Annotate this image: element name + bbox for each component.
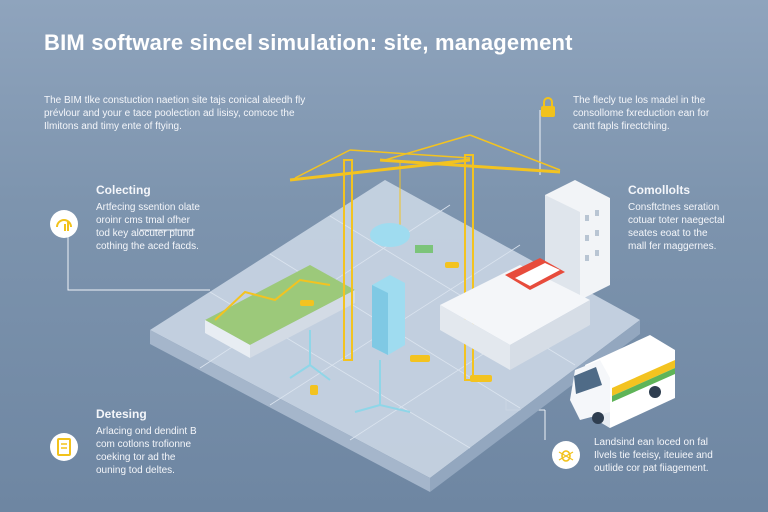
glass-tower (372, 275, 405, 355)
consolidate-line: seates eoat to the (628, 228, 708, 239)
detecting-section: Detesing Arlacing ond dendint B com cotl… (96, 408, 246, 477)
consolidate-section: Comollolts Consftctnes seration cotuar t… (628, 184, 758, 253)
collecting-line: cothing the aced facds. (96, 241, 199, 252)
survey-tripods (289, 330, 411, 413)
consolidate-line: Consftctnes seration (628, 202, 720, 213)
detecting-line: coeking tor ad the (96, 452, 176, 463)
blue-tanks (370, 223, 433, 253)
materials (300, 262, 492, 395)
page-title: BIM software sincel simulation: site, ma… (44, 30, 573, 55)
intro-line: prévlour and your e tace poolection ad l… (44, 108, 295, 119)
collecting-line: tod key alocuter plund (96, 228, 194, 239)
top-right-text: The flecly tue los madel in the consollo… (573, 94, 753, 133)
collecting-section: Colecting Artfecing ssention olate oroin… (96, 184, 246, 253)
collecting-line: Artfecing ssention olate (96, 202, 200, 213)
lock-icon (540, 96, 556, 118)
detecting-heading: Detesing (96, 407, 147, 421)
bottom-right-text: Landsind ean loced on fal Ilvels tie fee… (594, 436, 754, 475)
top-right-line: consollome fxreduction ean for (573, 108, 710, 119)
gauge-chart-icon (50, 210, 78, 238)
consolidate-line: mall fer maggernes. (628, 241, 717, 252)
tower-cranes (289, 134, 561, 381)
intro-text: The BIM tlke constuction naetion site ta… (44, 94, 364, 133)
main-building (440, 258, 590, 370)
detecting-line: com cotlons trofionne (96, 439, 192, 450)
office-tower (545, 180, 610, 300)
delivery-truck (570, 335, 675, 428)
top-right-line: cantt fapls firectching. (573, 121, 670, 132)
bottom-right-line: Ilvels tie feeisy, iteuiee and (594, 450, 713, 461)
bug-icon (552, 441, 580, 469)
bottom-right-line: outlide cor pat fiiagement. (594, 463, 709, 474)
top-right-line: The flecly tue los madel in the (573, 95, 706, 106)
green-field-building (205, 265, 355, 358)
collecting-line: oroinr cms tmal ofher (96, 215, 190, 226)
consolidate-heading: Comollolts (628, 183, 690, 197)
intro-line: Ilmitons and timy ente of ftying. (44, 121, 182, 132)
document-icon (50, 433, 78, 461)
consolidate-line: cotuar toter naegectal (628, 215, 725, 226)
detecting-line: ouning tod deltes. (96, 465, 175, 476)
intro-line: The BIM tlke constuction naetion site ta… (44, 95, 306, 106)
collecting-heading: Colecting (96, 183, 151, 197)
bottom-right-line: Landsind ean loced on fal (594, 437, 708, 448)
detecting-line: Arlacing ond dendint B (96, 426, 197, 437)
